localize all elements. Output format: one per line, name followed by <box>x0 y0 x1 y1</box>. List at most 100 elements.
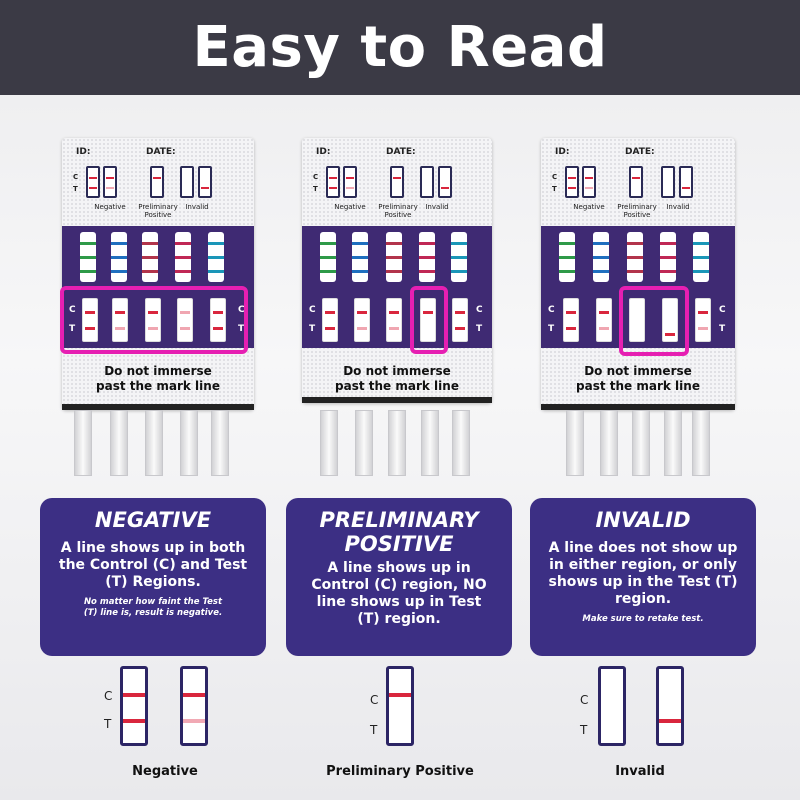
example-window-invalid-2 <box>656 666 684 746</box>
result-window <box>563 298 579 342</box>
box-text: A line shows up in Control (C) region, N… <box>311 560 487 627</box>
drug-label-band <box>62 226 254 288</box>
dip-strip <box>600 410 618 476</box>
c-label: C <box>476 305 483 315</box>
info-box-negative: NEGATIVE A line shows up in both the Con… <box>40 498 266 656</box>
info-box-preliminary: PRELIMINARY POSITIVE A line shows up in … <box>286 498 512 656</box>
c-label: C <box>370 693 379 707</box>
header-banner: Easy to Read <box>0 0 800 95</box>
mini-window <box>661 166 675 198</box>
c-label: C <box>580 693 589 707</box>
drug-label-band <box>302 226 492 288</box>
result-window <box>629 298 645 342</box>
mini-label-negative: Negative <box>94 203 126 211</box>
t-label: T <box>719 324 726 334</box>
box-text: A line shows up in both the Control (C) … <box>58 540 248 590</box>
dip-strip <box>180 410 198 476</box>
card-id-label: ID: <box>76 147 91 157</box>
example-window-negative-1 <box>120 666 148 746</box>
result-window <box>662 298 678 342</box>
result-window <box>386 298 402 342</box>
dip-strip <box>452 410 470 476</box>
t-label: T <box>580 723 588 737</box>
mini-label-negative: Negative <box>573 203 605 211</box>
t-label: T <box>104 717 112 731</box>
mini-window <box>150 166 164 198</box>
mini-window <box>390 166 404 198</box>
mini-window <box>420 166 434 198</box>
highlight-frame <box>60 286 248 354</box>
c-label: C <box>548 305 555 315</box>
mini-label-preliminary: Preliminary Positive <box>138 203 178 219</box>
result-window <box>82 298 98 342</box>
mini-label-preliminary: Preliminary Positive <box>378 203 418 219</box>
result-window <box>420 298 436 342</box>
t-label: T <box>69 324 76 334</box>
result-window <box>112 298 128 342</box>
card-date-label: DATE: <box>386 147 416 157</box>
dip-strip <box>320 410 338 476</box>
result-window <box>322 298 338 342</box>
drug-label-band <box>541 226 735 288</box>
dip-strip <box>388 410 406 476</box>
mini-window <box>198 166 212 198</box>
dip-strip <box>664 410 682 476</box>
c-label: C <box>309 305 316 315</box>
example-window-negative-2 <box>180 666 208 746</box>
mini-window <box>565 166 579 198</box>
example-window-preliminary <box>386 666 414 746</box>
dip-strip <box>692 410 710 476</box>
card-id-label: ID: <box>555 147 570 157</box>
mini-window <box>679 166 693 198</box>
box-heading: PRELIMINARY POSITIVE <box>319 508 479 556</box>
t-label: T <box>476 324 483 334</box>
dip-strip <box>566 410 584 476</box>
card-bottom-edge <box>302 397 492 403</box>
card-bottom-edge <box>541 404 735 410</box>
caption-invalid: Invalid <box>615 764 665 779</box>
box-note: Make sure to retake test. <box>582 614 704 624</box>
card-id-label: ID: <box>316 147 331 157</box>
c-label: C <box>719 305 726 315</box>
highlight-frame <box>410 286 448 354</box>
dip-strip <box>211 410 229 476</box>
box-note: No matter how faint the Test (T) line is… <box>83 597 223 618</box>
t-label: T <box>548 324 555 334</box>
t-label: T <box>309 324 316 334</box>
result-window <box>145 298 161 342</box>
mini-label-invalid: Invalid <box>185 203 209 211</box>
c-label: C <box>69 305 76 315</box>
dip-strip <box>74 410 92 476</box>
card-date-label: DATE: <box>625 147 655 157</box>
dip-strip <box>632 410 650 476</box>
mini-label-negative: Negative <box>334 203 366 211</box>
page-title: Easy to Read <box>192 15 608 80</box>
info-box-invalid: INVALID A line does not show up in eithe… <box>530 498 756 656</box>
box-text: A line does not show up in either region… <box>548 540 738 607</box>
mini-window <box>103 166 117 198</box>
caption-negative: Negative <box>132 764 198 779</box>
mini-window <box>86 166 100 198</box>
card-bottom-edge <box>62 404 254 410</box>
mini-window <box>629 166 643 198</box>
mini-window <box>180 166 194 198</box>
dip-strip <box>421 410 439 476</box>
mini-window <box>326 166 340 198</box>
result-window <box>452 298 468 342</box>
dip-strip <box>145 410 163 476</box>
t-label: T <box>370 723 378 737</box>
t-label: T <box>238 324 245 334</box>
result-window <box>695 298 711 342</box>
mini-window <box>582 166 596 198</box>
highlight-frame <box>619 286 689 356</box>
mini-label-invalid: Invalid <box>666 203 690 211</box>
dip-strip <box>110 410 128 476</box>
